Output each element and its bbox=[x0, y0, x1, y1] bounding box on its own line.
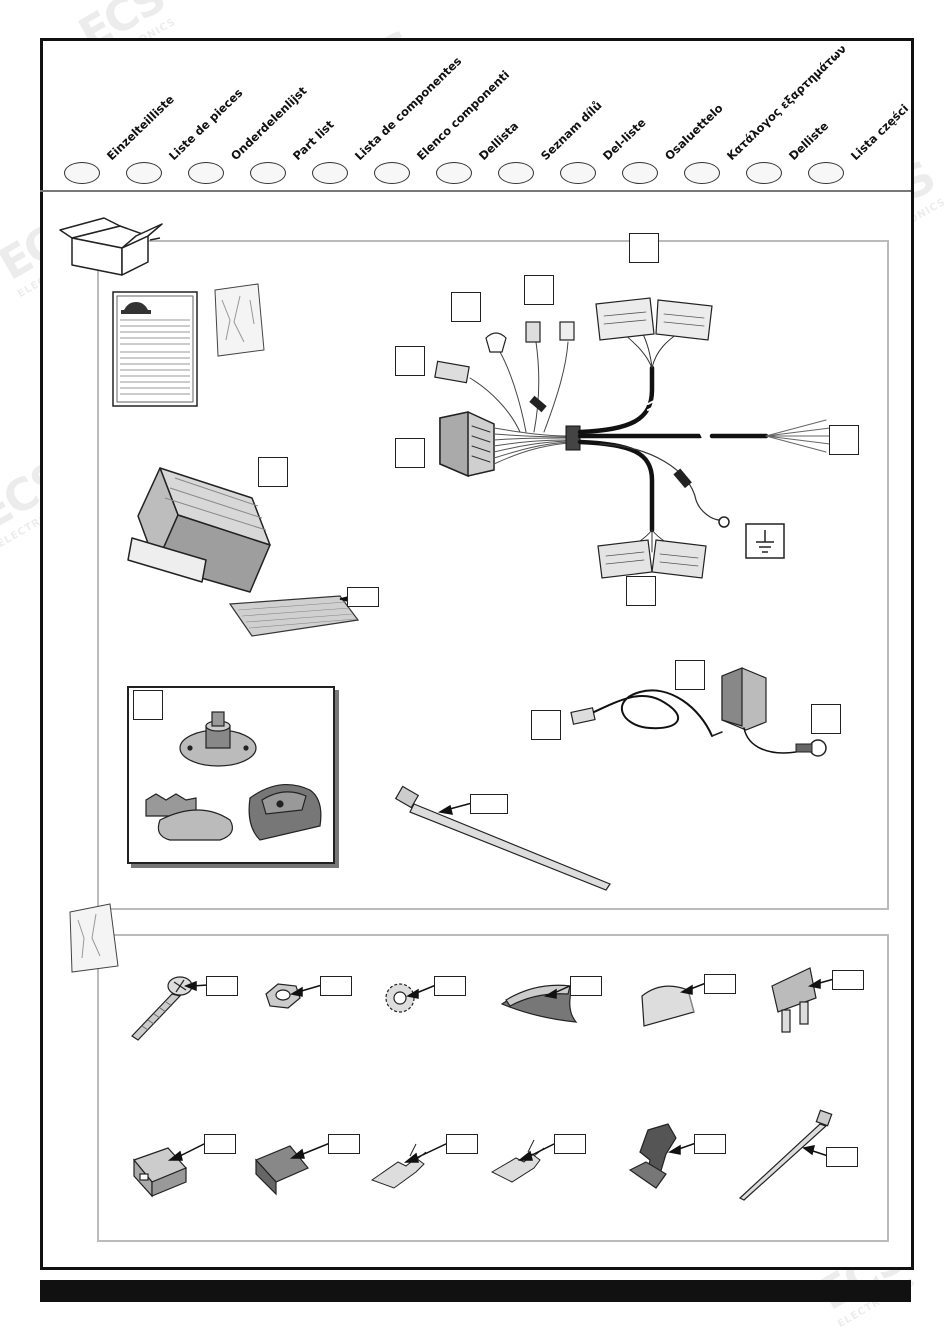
socket-kit bbox=[145, 711, 322, 841]
callout-box bbox=[832, 970, 864, 990]
plastic-bag bbox=[214, 283, 265, 357]
terminal-female bbox=[370, 1143, 427, 1189]
language-checkbox[interactable] bbox=[436, 162, 472, 184]
small-bag-icon bbox=[69, 903, 119, 973]
callout-box bbox=[470, 794, 508, 814]
callout-box bbox=[694, 1134, 726, 1154]
ground-symbol bbox=[745, 523, 785, 559]
adhesive-pad bbox=[500, 984, 578, 1023]
callout-box bbox=[704, 974, 736, 994]
callout-box bbox=[675, 660, 705, 690]
callout-box bbox=[626, 576, 656, 606]
control-module bbox=[127, 467, 271, 593]
callout-box bbox=[811, 704, 841, 734]
language-checkbox[interactable] bbox=[250, 162, 286, 184]
terminal-male bbox=[490, 1139, 545, 1183]
callout-box bbox=[328, 1134, 360, 1154]
callout-box bbox=[451, 292, 481, 322]
callout-box bbox=[395, 346, 425, 376]
language-checkbox[interactable] bbox=[312, 162, 348, 184]
callout-box bbox=[524, 275, 554, 305]
cable-tie bbox=[394, 785, 611, 891]
instruction-sheet bbox=[112, 291, 198, 407]
wiring-clip bbox=[628, 1123, 677, 1189]
connector-housing bbox=[132, 1147, 188, 1198]
wiring-harness bbox=[434, 297, 833, 579]
language-checkbox[interactable] bbox=[126, 162, 162, 184]
callout-box bbox=[554, 1134, 586, 1154]
callout-box bbox=[531, 710, 561, 740]
callout-box bbox=[320, 976, 352, 996]
header-divider bbox=[40, 190, 911, 192]
lock-washer bbox=[385, 983, 415, 1013]
callout-box bbox=[258, 457, 288, 487]
callout-box bbox=[347, 587, 379, 607]
screw bbox=[131, 976, 193, 1041]
foam-pad bbox=[228, 595, 360, 637]
extension-cable bbox=[570, 667, 827, 757]
box-icon bbox=[59, 217, 163, 276]
blade-fuse bbox=[771, 967, 817, 1033]
footer-bar bbox=[40, 1280, 911, 1302]
language-checkbox[interactable] bbox=[808, 162, 844, 184]
callout-box bbox=[204, 1134, 236, 1154]
callout-box bbox=[446, 1134, 478, 1154]
callout-box bbox=[826, 1147, 858, 1167]
callout-box bbox=[133, 690, 163, 720]
callout-box bbox=[434, 976, 466, 996]
language-checkbox[interactable] bbox=[560, 162, 596, 184]
nut bbox=[265, 983, 301, 1009]
language-checkbox[interactable] bbox=[622, 162, 658, 184]
language-checkbox[interactable] bbox=[746, 162, 782, 184]
callout-box bbox=[570, 976, 602, 996]
language-checkbox[interactable] bbox=[64, 162, 100, 184]
language-checkbox[interactable] bbox=[374, 162, 410, 184]
callout-box bbox=[829, 425, 859, 455]
language-checkbox[interactable] bbox=[188, 162, 224, 184]
language-checkbox[interactable] bbox=[684, 162, 720, 184]
small-cable-tie bbox=[738, 1109, 833, 1201]
callout-box bbox=[206, 976, 238, 996]
callout-box bbox=[629, 233, 659, 263]
callout-box bbox=[395, 438, 425, 468]
language-checkbox[interactable] bbox=[498, 162, 534, 184]
